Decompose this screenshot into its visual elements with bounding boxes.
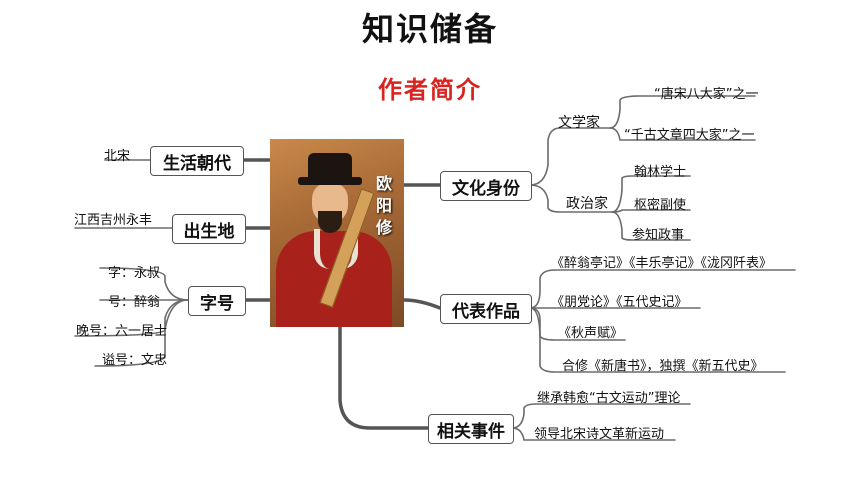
leaf-political-0: 翰林学士 xyxy=(634,165,687,180)
portrait-collar xyxy=(314,229,358,269)
node-era: 生活朝代 xyxy=(150,146,244,176)
author-portrait: 欧阳修 xyxy=(270,139,404,327)
leaf-works-0: 《醉翁亭记》《丰乐亭记》《泷冈阡表》 xyxy=(551,256,773,271)
portrait-name-label: 欧阳修 xyxy=(373,175,392,241)
leaf-era-0: 北宋 xyxy=(104,149,131,164)
node-birthplace: 出生地 xyxy=(172,214,246,244)
leaf-names-3: 谥号：文忠 xyxy=(102,353,168,368)
leaf-birthplace-0: 江西吉州永丰 xyxy=(74,213,153,228)
page-title: 知识储备 xyxy=(361,10,498,48)
leaf-names-0: 字：永叔 xyxy=(108,266,161,281)
node-political: 政治家 xyxy=(566,196,608,212)
node-literary: 文学家 xyxy=(558,115,600,131)
node-names: 字号 xyxy=(188,286,246,316)
node-events: 相关事件 xyxy=(428,414,514,444)
node-works: 代表作品 xyxy=(440,294,532,324)
leaf-works-2: 《秋声赋》 xyxy=(558,326,624,341)
leaf-events-0: 继承韩愈“古文运动”理论 xyxy=(537,391,681,406)
leaf-literary-0: “唐宋八大家”之一 xyxy=(654,87,759,102)
leaf-names-2: 晚号：六一居士 xyxy=(76,324,168,339)
section-subtitle: 作者简介 xyxy=(378,76,482,104)
node-identity: 文化身份 xyxy=(440,171,532,201)
leaf-political-2: 参知政事 xyxy=(632,228,685,243)
leaf-political-1: 枢密副使 xyxy=(634,198,687,213)
leaf-names-1: 号：醉翁 xyxy=(108,295,161,310)
leaf-works-3: 合修《新唐书》，独撰《新五代史》 xyxy=(562,359,764,374)
portrait-hat-wing xyxy=(298,177,362,185)
portrait-beard xyxy=(318,211,342,233)
leaf-events-1: 领导北宋诗文革新运动 xyxy=(534,427,665,442)
leaf-works-1: 《朋党论》《五代史记》 xyxy=(551,295,688,310)
leaf-literary-1: “千古文章四大家”之一 xyxy=(624,128,755,143)
